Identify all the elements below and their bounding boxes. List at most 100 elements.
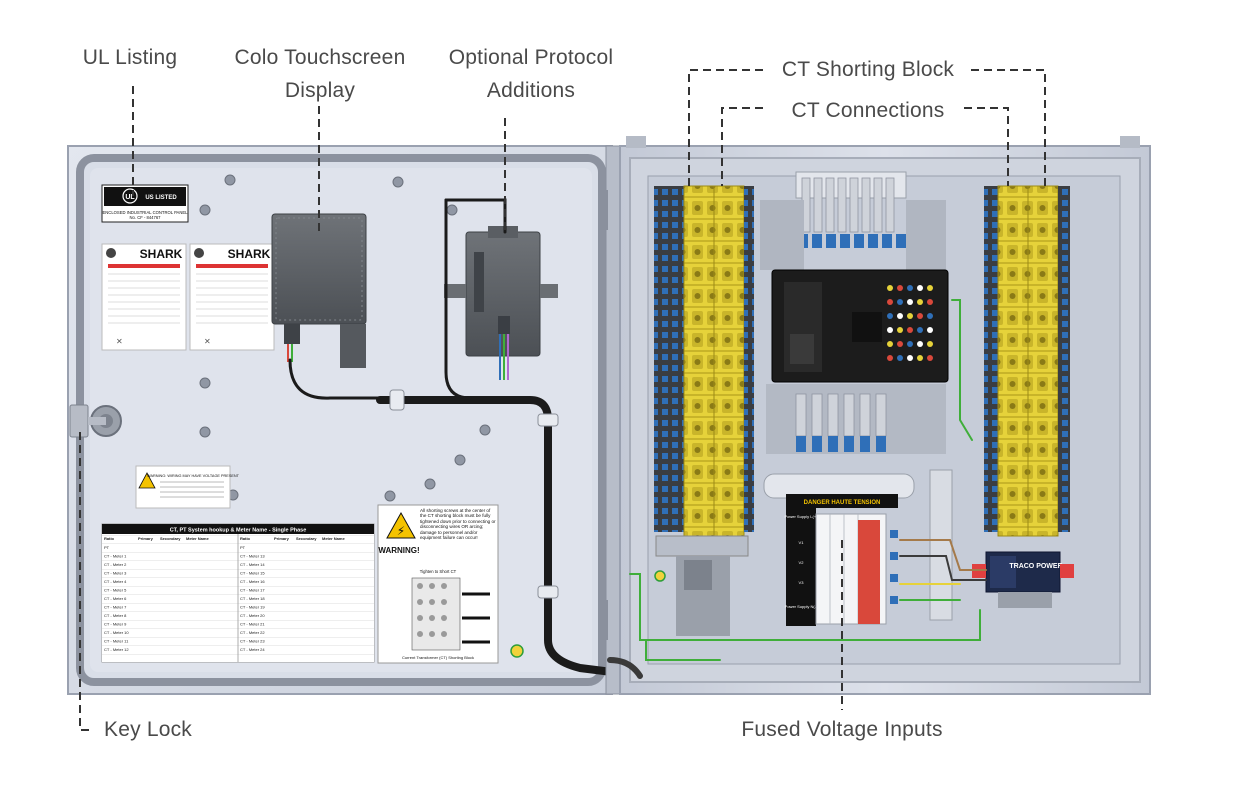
ct-table-row-label: CT - Meter 3 (104, 571, 127, 576)
ct-table-row-label: CT - Meter 19 (240, 605, 265, 610)
ct-table-header: Secondary (160, 536, 181, 541)
ct-table-row-label: CT - Meter 9 (104, 622, 127, 627)
ground-symbol-door (510, 644, 524, 658)
meter-terminal-dot (917, 327, 923, 333)
meter-terminal-dot (887, 313, 893, 319)
shark-brand-2: SHARK (228, 247, 271, 261)
svg-text:✕: ✕ (116, 337, 123, 346)
ct-table-header: Meter Name (322, 536, 345, 541)
fuse-label: V2 (799, 560, 805, 565)
ct-table-row-label: CT - Meter 23 (240, 639, 265, 644)
meter-terminal-dot (917, 355, 923, 361)
callout-ct-shorting-block: CT Shorting Block (781, 58, 955, 81)
ct-table-row-label: CT - Meter 4 (104, 579, 127, 584)
ct-table-header: Ratio (240, 536, 251, 541)
shorting-caption: Current Transformer (CT) Shorting Block (402, 655, 474, 660)
meter-terminal-dot (927, 355, 933, 361)
ct-table-row-label: CT - Meter 21 (240, 622, 265, 627)
traco-power-supply: TRACO POWER (972, 551, 1074, 608)
meter-terminal-dot (897, 327, 903, 333)
ct-table-row-label: PT (240, 545, 246, 550)
shorting-note: All shorting screws at the center of the… (420, 508, 496, 541)
ground-symbol-box (654, 570, 666, 582)
meter-terminal-dot (897, 285, 903, 291)
meter-terminal-dot (917, 285, 923, 291)
meter-terminal-dot (907, 285, 913, 291)
ct-table-header: Primary (274, 536, 290, 541)
ct-table-row-label: CT - Meter 10 (104, 630, 129, 635)
callout-fused-voltage-inputs: Fused Voltage Inputs (741, 718, 943, 741)
ul-listed-text: US LISTED (145, 195, 177, 201)
protocol-module (444, 226, 558, 380)
meter-terminal-dot (917, 341, 923, 347)
ct-table-row-label: CT - Meter 5 (104, 588, 127, 593)
meter-terminal-dot (897, 313, 903, 319)
meter-terminal-dot (887, 355, 893, 361)
meter-terminal-dot (887, 299, 893, 305)
meter-terminal-dot (897, 341, 903, 347)
ct-table-row-label: CT - Meter 16 (240, 579, 265, 584)
shorting-block-label: ⚡ WARNING! All shorting screws at the ce… (377, 504, 499, 664)
ct-table-header: Secondary (296, 536, 317, 541)
callout-key-lock: Key Lock (104, 718, 192, 741)
shark-meter (771, 269, 949, 383)
fuse-label: Power Supply N(-) (785, 604, 818, 609)
meter-terminal-dot (927, 327, 933, 333)
ct-hookup-table: CT, PT System hookup & Meter Name - Sing… (101, 523, 375, 663)
meter-terminal-dot (897, 299, 903, 305)
ct-table-row-label: CT - Meter 6 (104, 596, 127, 601)
meter-terminal-dot (887, 341, 893, 347)
ct-table-row-label: CT - Meter 17 (240, 588, 265, 593)
fuse-label: V1 (799, 540, 805, 545)
meter-terminal-dot (907, 313, 913, 319)
ct-table-row-label: CT - Meter 18 (240, 596, 265, 601)
warning-header-text: WARNING: WIRING MAY HAVE VOLTAGE PRESENT (147, 474, 240, 478)
ct-table-row-label: CT - Meter 22 (240, 630, 265, 635)
fuse-label: V3 (799, 580, 805, 585)
ct-table-row-label: CT - Meter 20 (240, 613, 265, 618)
ct-table-header: Primary (138, 536, 154, 541)
leader-ct-connections-right (964, 107, 1009, 186)
meter-terminal-dot (897, 355, 903, 361)
ul-mark: UL (125, 194, 135, 201)
ul-panel-type: ENCLOSED INDUSTRIAL CONTROL PANEL (102, 210, 188, 215)
callout-ct-connections: CT Connections (791, 99, 945, 122)
meter-terminal-dot (927, 299, 933, 305)
key-lock (69, 404, 122, 438)
warning-title: WARNING! (378, 546, 419, 555)
ct-table-row-label: CT - Meter 8 (104, 613, 127, 618)
ct-table-row-label: CT - Meter 13 (240, 554, 265, 559)
ct-table-row-label: CT - Meter 15 (240, 571, 265, 576)
leader-ct-connections-left (721, 107, 763, 186)
ul-label: UL US LISTED ENCLOSED INDUSTRIAL CONTROL… (101, 184, 189, 223)
ct-table-row-label: CT - Meter 14 (240, 562, 265, 567)
meter-terminal-dot (907, 327, 913, 333)
meter-terminal-dot (907, 299, 913, 305)
meter-terminal-dot (887, 285, 893, 291)
meter-terminal-dot (907, 355, 913, 361)
callout-protocol-line2: Additions (486, 79, 576, 102)
ct-table-row-label: CT - Meter 2 (104, 562, 127, 567)
callout-protocol-line1: Optional Protocol (448, 46, 614, 69)
ct-table-row-label: CT - Meter 12 (104, 647, 129, 652)
meter-terminal-dot (927, 313, 933, 319)
ct-table-row-label: CT - Meter 7 (104, 605, 127, 610)
ct-table-row-label: CT - Meter 11 (104, 639, 129, 644)
ct-table-header: Meter Name (186, 536, 209, 541)
shark-label-1: SHARK ✕ (101, 243, 187, 351)
callout-colo-display-line1: Colo Touchscreen (234, 46, 406, 69)
ct-table-title: CT, PT System hookup & Meter Name - Sing… (170, 528, 307, 534)
internal-wiring (607, 299, 987, 679)
callout-ul-listing: UL Listing (82, 46, 178, 69)
cable-clamps (389, 389, 559, 599)
ct-shorting-block-right (984, 185, 1070, 537)
callout-colo-display-line2: Display (284, 79, 356, 102)
ct-table-row-label: PT (104, 545, 110, 550)
fuse-label: Power Supply L(+) (784, 514, 818, 519)
ct-table-row-label: CT - Meter 1 (104, 554, 127, 559)
traco-brand: TRACO POWER (1009, 563, 1062, 570)
ct-table-header: Ratio (104, 536, 115, 541)
top-terminal-block (760, 171, 946, 270)
ul-file-no: No. CF - 844767 (130, 215, 162, 220)
